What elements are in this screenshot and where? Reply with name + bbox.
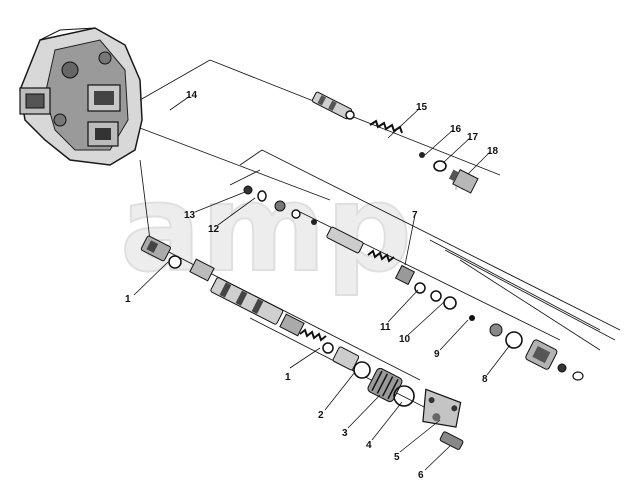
callout-14: 14: [186, 90, 198, 101]
main-spool-assembly: [140, 235, 464, 450]
callout-7: 7: [412, 210, 418, 221]
callout-15: 15: [416, 102, 428, 113]
watermark-logo: amp TM: [119, 159, 472, 300]
watermark-text: amp: [120, 160, 412, 299]
callout-9: 9: [434, 349, 440, 360]
callout-2: 2: [318, 410, 324, 421]
callout-16: 16: [450, 124, 462, 135]
callout-10: 10: [399, 334, 411, 345]
callout-12: 12: [208, 224, 220, 235]
callout-17: 17: [467, 132, 479, 143]
callout-8: 8: [482, 374, 488, 385]
callout-13: 13: [184, 210, 196, 221]
callout-4: 4: [366, 440, 372, 451]
callout-1a: 1: [125, 294, 131, 305]
pump-housing: [19, 27, 143, 166]
callout-1b: 1: [285, 372, 291, 383]
middle-spool-assembly: [243, 185, 584, 381]
callout-11: 11: [380, 322, 391, 333]
end-cap: [422, 388, 462, 428]
callout-leaders: [133, 95, 511, 471]
spring-pack: [367, 367, 403, 403]
callout-18: 18: [487, 146, 499, 157]
callout-numbers: 1 1 2 3 4 5 6 7 8 9 10 11 12 13 14 15 16…: [125, 90, 499, 481]
callout-3: 3: [342, 428, 348, 439]
callout-6: 6: [418, 470, 424, 481]
callout-5: 5: [394, 452, 400, 463]
